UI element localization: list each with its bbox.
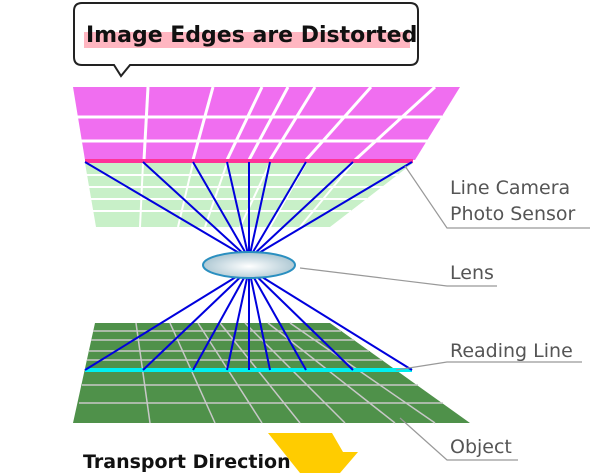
light-ray <box>249 276 271 371</box>
light-ray <box>142 161 244 254</box>
callout-text: Image Edges are Distorted <box>86 23 417 48</box>
light-ray <box>261 276 413 371</box>
lens-icon <box>202 251 296 279</box>
light-ray <box>84 161 240 254</box>
light-ray <box>84 276 237 371</box>
callout-bubble: Image Edges are Distorted <box>73 2 419 78</box>
lens-label: Lens <box>450 262 494 284</box>
light-ray <box>226 276 249 371</box>
leader-lines <box>299 165 590 461</box>
light-ray <box>256 276 354 371</box>
light-rays <box>84 161 413 371</box>
highlight-band <box>84 32 410 48</box>
object-plane <box>73 322 470 424</box>
transport-label: Transport Direction <box>83 451 291 473</box>
object-label: Object <box>450 436 512 458</box>
light-ray <box>252 276 307 371</box>
transport-arrow-icon <box>268 433 358 473</box>
light-ray <box>226 161 249 254</box>
light-ray <box>251 161 307 254</box>
light-ray <box>192 276 246 371</box>
light-ray <box>142 276 242 371</box>
light-ray <box>192 161 247 254</box>
light-ray <box>254 161 354 254</box>
distorted-image-plane <box>73 85 460 163</box>
light-ray <box>258 161 413 254</box>
sensor-label-line1: Line Camera <box>450 177 570 199</box>
sensor-label-line2: Photo Sensor <box>450 203 576 225</box>
reading-line-label: Reading Line <box>450 340 573 362</box>
light-ray <box>249 161 271 254</box>
